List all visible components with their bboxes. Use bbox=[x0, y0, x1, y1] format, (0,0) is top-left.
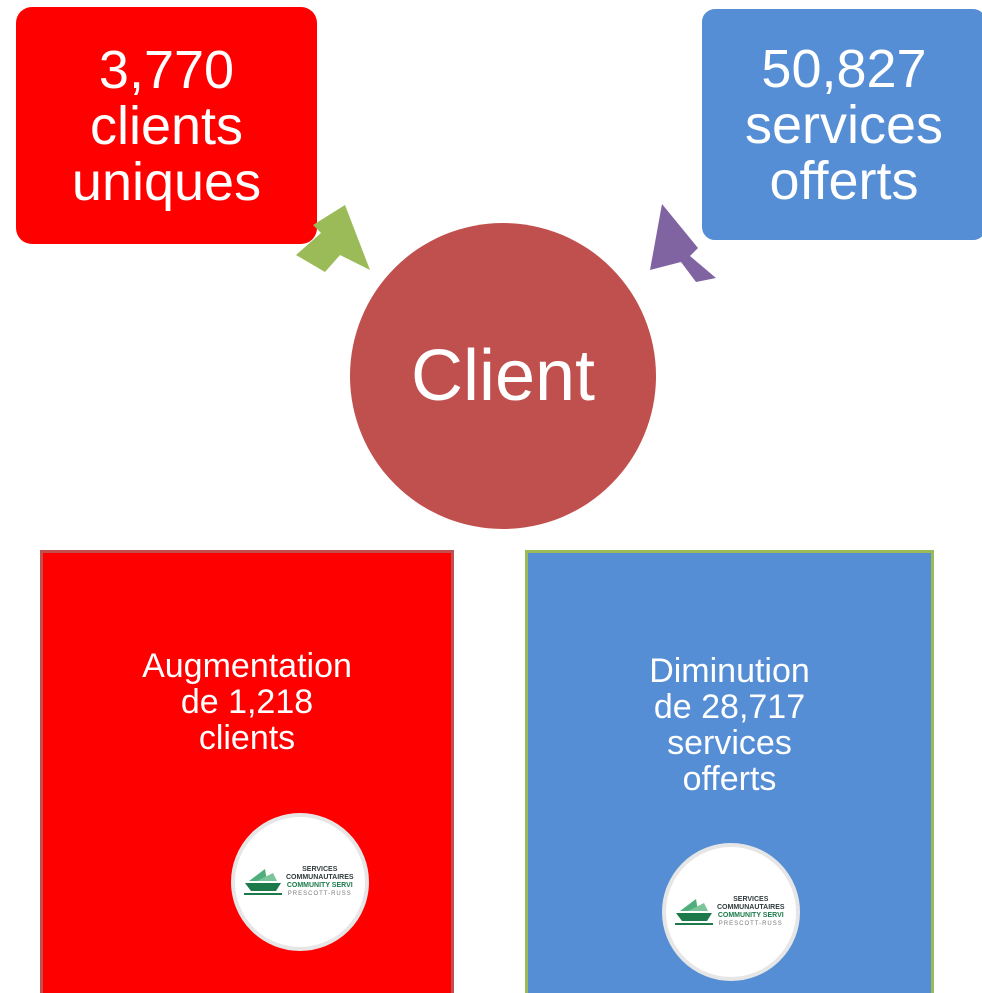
client-increase-line-2: de 1,218 bbox=[180, 683, 314, 721]
services-decrease-line-4: offerts bbox=[682, 760, 777, 798]
boat-logo-icon bbox=[675, 899, 713, 925]
services-decrease-line-2: de 28,717 bbox=[653, 688, 806, 726]
client-increase-line-3: clients bbox=[198, 719, 296, 757]
client-circle: Client bbox=[350, 223, 656, 529]
client-label: Client bbox=[410, 336, 596, 416]
services-offered-box: 50,827 services offerts bbox=[699, 6, 982, 243]
unique-clients-label-2: uniques bbox=[71, 151, 262, 212]
logo-text-line-3: COMMUNITY SERVI bbox=[717, 912, 784, 919]
logo-text-line-1: SERVICES bbox=[302, 866, 338, 873]
client-increase-text: Augmentation de 1,218 clients bbox=[142, 648, 352, 756]
services-offered-label-1: services bbox=[744, 94, 944, 155]
services-decrease-line-3: services bbox=[667, 724, 792, 762]
logo-text-line-1: SERVICES bbox=[733, 896, 769, 903]
organization-logo: SERVICES COMMUNAUTAIRES COMMUNITY SERVI … bbox=[231, 813, 369, 951]
client-increase-line-1: Augmentation bbox=[142, 647, 352, 685]
unique-clients-label-1: clients bbox=[89, 95, 244, 156]
logo-text-line-4: PRESCOTT-RUSS bbox=[287, 891, 352, 897]
logo-text-line-2: COMMUNAUTAIRES bbox=[717, 904, 785, 911]
logo-text-line-3: COMMUNITY SERVI bbox=[286, 882, 353, 889]
services-offered-value: 50,827 bbox=[761, 38, 927, 99]
services-decrease-text: Diminution de 28,717 services offerts bbox=[649, 653, 810, 797]
client-increase-box: Augmentation de 1,218 clients SERVICES C… bbox=[40, 550, 454, 993]
services-decrease-box: Diminution de 28,717 services offerts SE… bbox=[525, 550, 934, 993]
unique-clients-value: 3,770 bbox=[98, 39, 235, 100]
boat-logo-icon bbox=[244, 869, 282, 895]
logo-text-line-4: PRESCOTT-RUSS bbox=[718, 921, 783, 927]
services-decrease-line-1: Diminution bbox=[649, 652, 810, 690]
organization-logo: SERVICES COMMUNAUTAIRES COMMUNITY SERVI … bbox=[662, 843, 800, 981]
unique-clients-box: 3,770 clients uniques bbox=[16, 7, 317, 244]
logo-text-line-2: COMMUNAUTAIRES bbox=[286, 874, 354, 881]
services-offered-label-2: offerts bbox=[769, 150, 919, 211]
